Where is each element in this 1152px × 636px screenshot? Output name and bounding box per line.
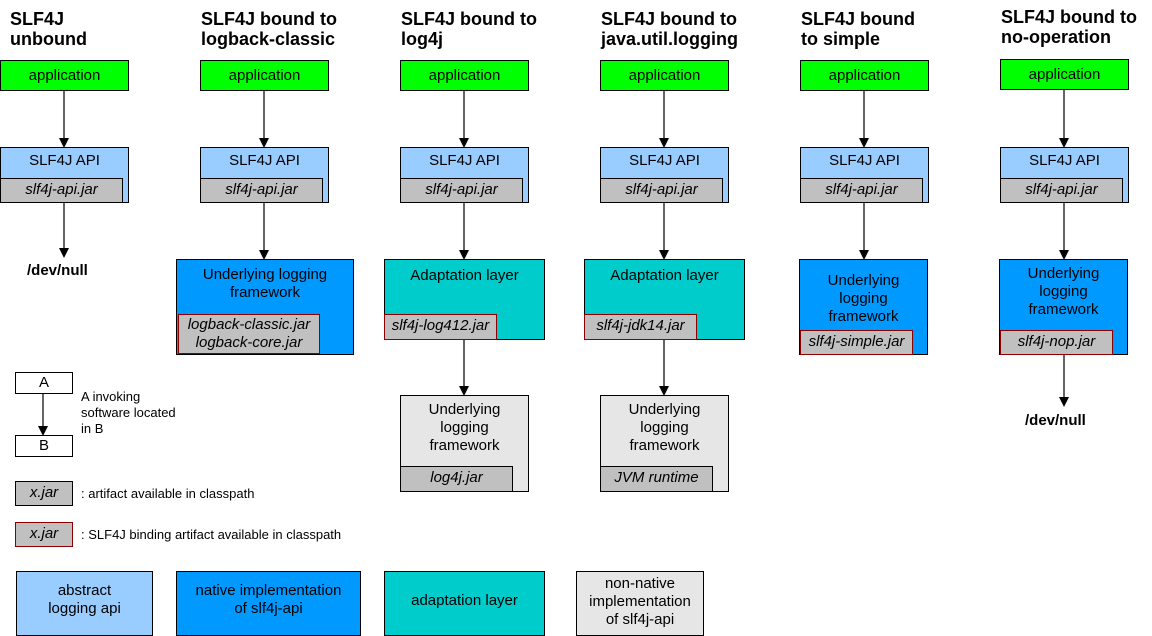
legend-non-native-label: non-native implementation of slf4j-api: [589, 575, 691, 628]
column-title-unbound: SLF4J unbound: [10, 9, 87, 49]
adaptation-layer-label: Adaptation layer: [410, 267, 519, 284]
legend-native-label: native implementation of slf4j-api: [195, 582, 342, 617]
logback-binding-jar: logback-classic.jar logback-core.jar: [178, 314, 320, 354]
slf4j-api-jar: slf4j-api.jar: [1000, 178, 1123, 203]
log4j-binding-jar: slf4j-log412.jar: [384, 314, 497, 340]
jdk14-binding-jar: slf4j-jdk14.jar: [584, 314, 697, 340]
slf4j-api-jar: slf4j-api.jar: [0, 178, 123, 203]
column-title-logback: SLF4J bound to logback-classic: [201, 9, 337, 49]
column-title-nop: SLF4J bound to no-operation: [1001, 7, 1137, 47]
legend-native-impl: native implementation of slf4j-api: [176, 571, 361, 636]
adaptation-layer-label: Adaptation layer: [610, 267, 719, 284]
legend-binding-text: : SLF4J binding artifact available in cl…: [81, 527, 342, 542]
legend-adaptation-label: adaptation layer: [411, 592, 518, 609]
column-title-log4j: SLF4J bound to log4j: [401, 9, 537, 49]
slf4j-api-label: SLF4J API: [29, 152, 100, 169]
legend-jar-text: : artifact available in classpath: [81, 486, 255, 501]
framework-label: Underlying logging framework: [1027, 265, 1100, 318]
application-box: application: [1000, 59, 1129, 90]
framework-label: Underlying logging framework: [827, 272, 900, 325]
slf4j-api-label: SLF4J API: [829, 152, 900, 169]
column-title-jul: SLF4J bound to java.util.logging: [601, 9, 739, 49]
jvm-runtime-jar: JVM runtime: [600, 466, 713, 492]
application-box: application: [200, 60, 329, 91]
application-box: application: [400, 60, 529, 91]
legend-invoking-text: A invoking software located in B: [81, 389, 176, 436]
slf4j-api-label: SLF4J API: [429, 152, 500, 169]
logback-jars-label: logback-classic.jar logback-core.jar: [187, 316, 311, 351]
application-box: application: [600, 60, 729, 91]
slf4j-api-jar: slf4j-api.jar: [600, 178, 723, 203]
slf4j-api-jar: slf4j-api.jar: [800, 178, 923, 203]
legend-abstract-api: abstract logging api: [16, 571, 153, 636]
legend-box-a: A: [15, 372, 73, 394]
framework-label: Underlying logging framework: [428, 401, 501, 454]
framework-label: Underlying logging framework: [202, 266, 328, 301]
nop-binding-jar: slf4j-nop.jar: [1000, 330, 1113, 355]
slf4j-api-label: SLF4J API: [629, 152, 700, 169]
legend-binding-jar: x.jar: [15, 522, 73, 547]
slf4j-api-jar: slf4j-api.jar: [400, 178, 523, 203]
slf4j-api-label: SLF4J API: [229, 152, 300, 169]
application-box: application: [0, 60, 129, 91]
column-title-simple: SLF4J bound to simple: [801, 9, 915, 49]
dev-null-label: /dev/null: [27, 262, 88, 279]
legend-abstract-label: abstract logging api: [48, 582, 121, 617]
simple-binding-jar: slf4j-simple.jar: [800, 330, 913, 355]
slf4j-api-label: SLF4J API: [1029, 152, 1100, 169]
framework-label: Underlying logging framework: [628, 401, 701, 454]
legend-non-native: non-native implementation of slf4j-api: [576, 571, 704, 636]
legend-box-b: B: [15, 435, 73, 457]
dev-null-label: /dev/null: [1025, 412, 1086, 429]
log4j-jar: log4j.jar: [400, 466, 513, 492]
application-box: application: [800, 60, 929, 91]
legend-jar: x.jar: [15, 481, 73, 506]
slf4j-api-jar: slf4j-api.jar: [200, 178, 323, 203]
